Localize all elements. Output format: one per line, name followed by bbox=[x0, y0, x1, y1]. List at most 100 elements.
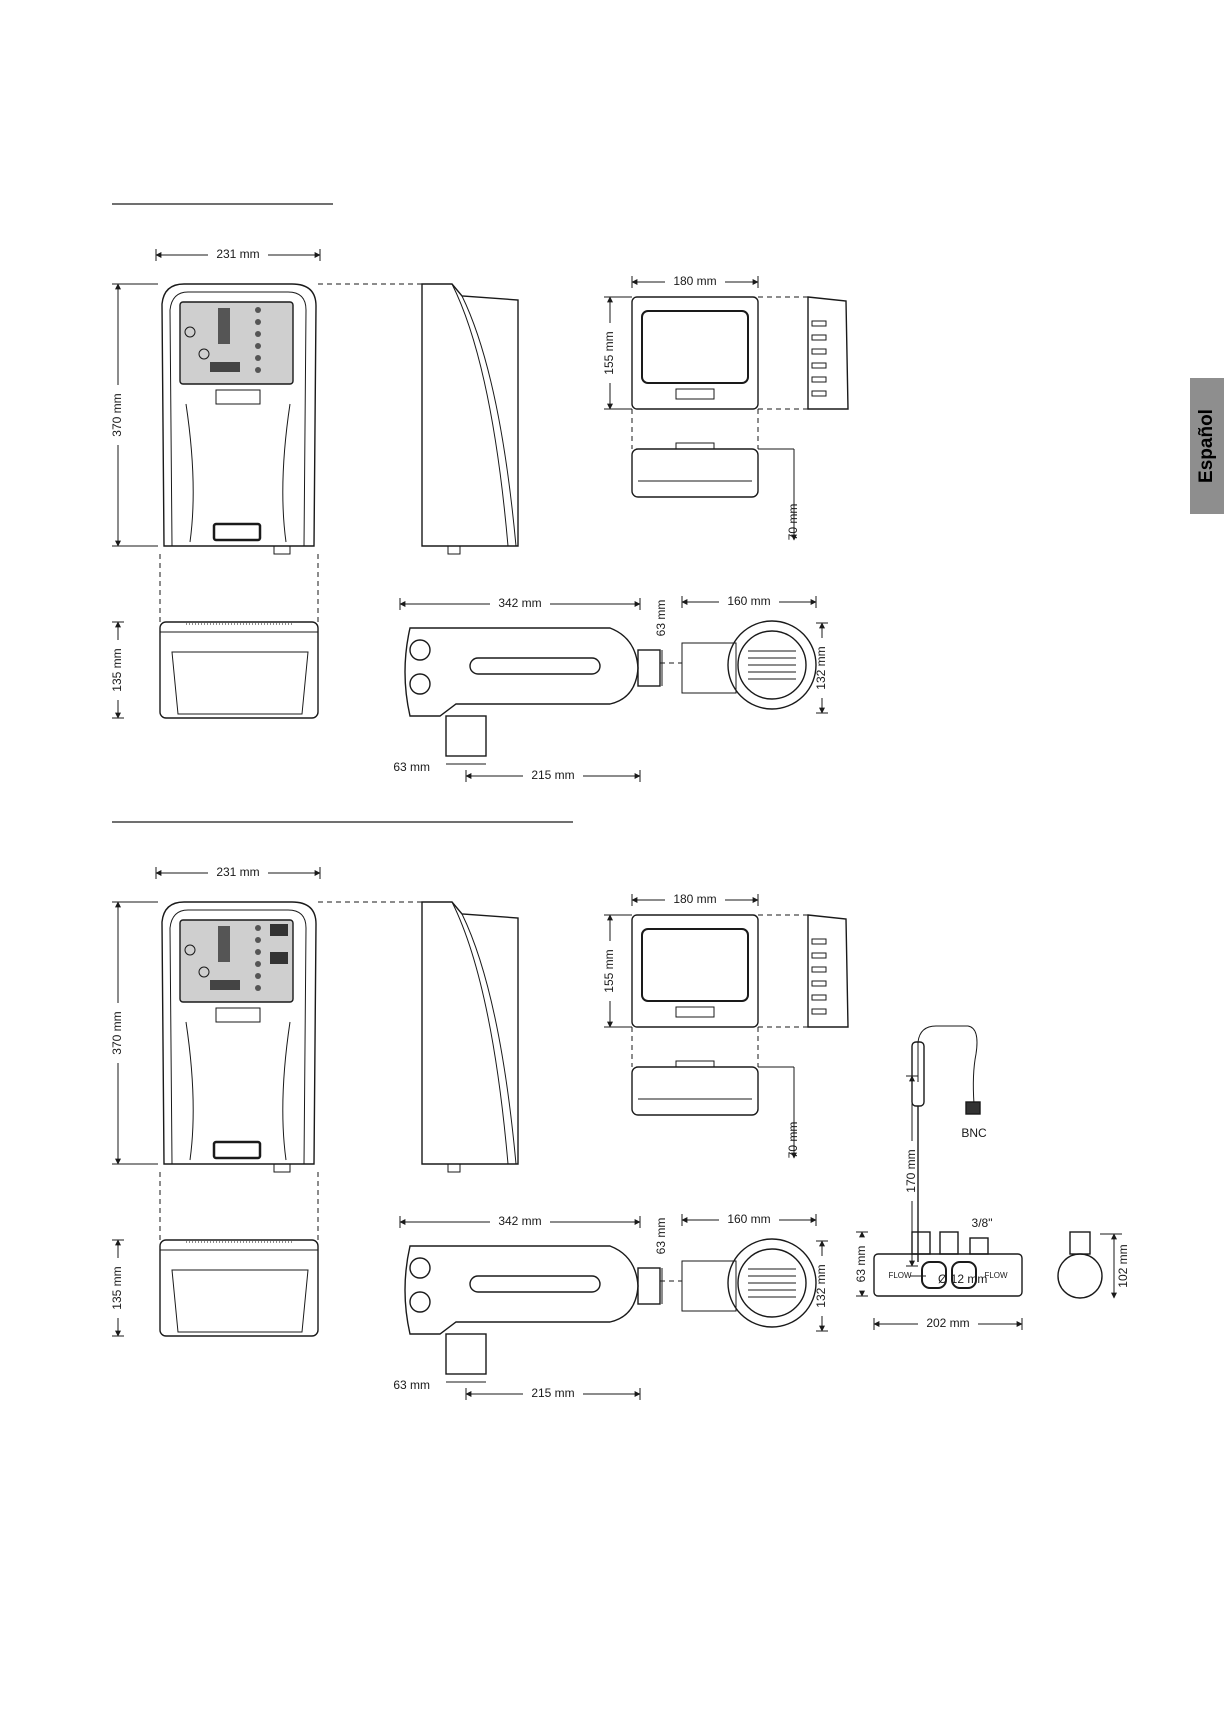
cell-width-label: 180 mm bbox=[673, 892, 716, 906]
cell-vent bbox=[812, 335, 826, 340]
panel-led bbox=[255, 937, 261, 943]
panel-led bbox=[255, 973, 261, 979]
cell-pipe-label: 63 mm bbox=[654, 600, 668, 637]
cell-offset-label: 63 mm bbox=[393, 1378, 430, 1392]
end-width-label: 160 mm bbox=[727, 594, 770, 608]
cell-housing-top bbox=[632, 915, 758, 1027]
cell-cap-ring bbox=[410, 1258, 430, 1278]
front-label-window bbox=[216, 390, 260, 404]
front-handle bbox=[214, 1142, 260, 1158]
cell-height-label: 155 mm bbox=[602, 331, 616, 374]
cell-length-label: 342 mm bbox=[498, 1214, 541, 1228]
front-contour bbox=[283, 404, 290, 542]
cell-vent bbox=[812, 321, 826, 326]
front-height-label: 370 mm bbox=[110, 1011, 124, 1054]
side-contour bbox=[452, 284, 508, 546]
panel-lcd bbox=[210, 362, 240, 372]
panel-led bbox=[255, 355, 261, 361]
cell-housing-lower bbox=[632, 1067, 758, 1115]
control-unit-bottom bbox=[160, 622, 318, 718]
cell-vent bbox=[812, 939, 826, 944]
bottom-recess bbox=[172, 1270, 308, 1332]
control-unit-side bbox=[422, 284, 518, 546]
flow-label: FLOW bbox=[888, 1271, 912, 1280]
front-contour bbox=[186, 404, 193, 542]
manifold-length-label: 202 mm bbox=[926, 1316, 969, 1330]
panel-led bbox=[255, 949, 261, 955]
panel-display-bar bbox=[218, 926, 230, 962]
cell-vent bbox=[812, 953, 826, 958]
side-foot bbox=[448, 1164, 460, 1172]
cell-housing-top bbox=[632, 297, 758, 409]
cell-depth-label: 70 mm bbox=[786, 504, 800, 541]
cell-span-label: 215 mm bbox=[531, 1386, 574, 1400]
cell-window-slot bbox=[470, 658, 600, 674]
front-width-label: 231 mm bbox=[216, 247, 259, 261]
panel-display-bar bbox=[218, 308, 230, 344]
bottom-depth-label: 135 mm bbox=[110, 1266, 124, 1309]
bottom-depth-label: 135 mm bbox=[110, 648, 124, 691]
cell-cap-ring bbox=[410, 1292, 430, 1312]
panel-led bbox=[255, 985, 261, 991]
front-contour bbox=[283, 1022, 290, 1160]
manifold-end-height-label: 102 mm bbox=[1116, 1244, 1130, 1287]
panel-led bbox=[255, 367, 261, 373]
front-handle bbox=[214, 524, 260, 540]
manifold-port-small bbox=[970, 1238, 988, 1254]
flow-label: FLOW bbox=[984, 1271, 1008, 1280]
probe-cable bbox=[918, 1026, 977, 1104]
cell-window bbox=[642, 929, 748, 1001]
cell-vent bbox=[812, 967, 826, 972]
cell-length-label: 342 mm bbox=[498, 596, 541, 610]
cell-body bbox=[405, 628, 638, 716]
cell-slot bbox=[676, 389, 714, 399]
cell-offset-label: 63 mm bbox=[393, 760, 430, 774]
side-contour bbox=[462, 296, 516, 546]
side-contour bbox=[452, 902, 508, 1164]
cell-span-label: 215 mm bbox=[531, 768, 574, 782]
cell-vent bbox=[812, 377, 826, 382]
panel-display-extra bbox=[270, 924, 288, 936]
cell-depth-label: 70 mm bbox=[786, 1122, 800, 1159]
side-foot bbox=[448, 546, 460, 554]
cell-lower-tab bbox=[676, 443, 714, 449]
panel-led bbox=[255, 307, 261, 313]
panel-led bbox=[255, 925, 261, 931]
cell-width-label: 180 mm bbox=[673, 274, 716, 288]
cell-cap-ring bbox=[410, 674, 430, 694]
cell-height-label: 155 mm bbox=[602, 949, 616, 992]
cell-window bbox=[642, 311, 748, 383]
port-size-label: 3/8" bbox=[972, 1216, 993, 1230]
cell-inlet-pipe bbox=[446, 1334, 486, 1374]
cell-vent bbox=[812, 363, 826, 368]
bnc-label: BNC bbox=[961, 1126, 987, 1140]
end-width-label: 160 mm bbox=[727, 1212, 770, 1226]
manifold-height-label: 63 mm bbox=[854, 1246, 868, 1283]
panel-lcd bbox=[210, 980, 240, 990]
bottom-recess bbox=[172, 652, 308, 714]
cell-vent bbox=[812, 391, 826, 396]
cell-vent bbox=[812, 981, 826, 986]
front-label-window bbox=[216, 1008, 260, 1022]
end-height-label: 132 mm bbox=[814, 646, 828, 689]
side-contour bbox=[462, 914, 516, 1164]
section-2: 231 mm370 mm135 mm180 mm155 mm70 mm342 m… bbox=[110, 822, 1130, 1400]
control-unit-side bbox=[422, 902, 518, 1164]
manifold-end-port bbox=[1070, 1232, 1090, 1254]
cell-cap-ring bbox=[410, 640, 430, 660]
cell-housing-side bbox=[808, 915, 848, 1027]
front-height-label: 370 mm bbox=[110, 393, 124, 436]
cell-outlet-pipe bbox=[638, 650, 660, 686]
cell-lower-tab bbox=[676, 1061, 714, 1067]
section-1: 231 mm 370 mm 135 mm 180 mm 155 mm 70 mm 342 m… bbox=[110, 204, 848, 782]
panel-led bbox=[255, 319, 261, 325]
manifold-port bbox=[912, 1232, 930, 1254]
cell-housing-side bbox=[808, 297, 848, 409]
bnc-connector bbox=[966, 1102, 980, 1114]
front-foot bbox=[274, 1164, 290, 1172]
front-foot bbox=[274, 546, 290, 554]
cell-slot bbox=[676, 1007, 714, 1017]
cell-outlet-pipe bbox=[638, 1268, 660, 1304]
probe-length-label: 170 mm bbox=[904, 1149, 918, 1192]
